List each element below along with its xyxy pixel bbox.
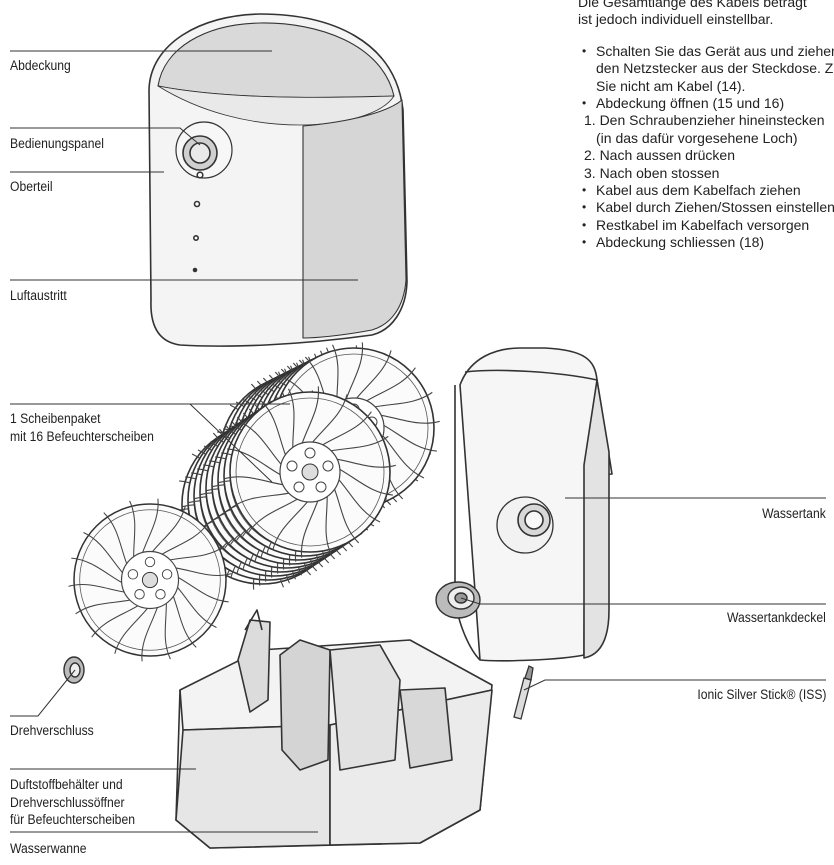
label-duftstoff-line3: für Befeuchterscheiben (10, 812, 135, 827)
label-scheibenpaket-line2: mit 16 Befeuchterscheiben (10, 429, 154, 444)
label-wasserwanne: Wasserwanne (10, 841, 87, 856)
water-basin (175, 609, 493, 849)
intro-line-1: Die Gesamtlänge des Kabels beträgt (578, 0, 807, 10)
instructions-block: Die Gesamtlänge des Kabels beträgt ist j… (578, 0, 834, 251)
leader-lines (10, 50, 826, 833)
label-drehverschluss: Drehverschluss (10, 723, 94, 738)
instruction-bullet-1-cont2: Sie nicht am Kabel (14). (596, 77, 746, 94)
twist-lock (63, 656, 85, 684)
label-luftaustritt: Luftaustritt (10, 288, 67, 303)
intro-line-2: ist jedoch individuell einstellbar. (578, 11, 774, 28)
cover-unit (148, 13, 408, 347)
instruction-bullet-5: Restkabel im Kabelfach versorgen (578, 217, 834, 235)
label-duftstoff-line1: Duftstoffbehälter und (10, 777, 123, 792)
water-tank (454, 347, 613, 662)
label-oberteil: Oberteil (10, 179, 53, 194)
instruction-bullet-1: Schalten Sie das Gerät aus und ziehen (578, 43, 834, 61)
instruction-bullet-6: Abdeckung schliessen (18) (578, 234, 834, 251)
label-scheibenpaket-line1: 1 Scheibenpaket (10, 411, 101, 426)
label-ionic-silver-stick: Ionic Silver Stick® (ISS) (696, 687, 826, 702)
instruction-bullet-2: Abdeckung öffnen (15 und 16) (578, 95, 834, 113)
instruction-step-1: 1. Den Schraubenzieher hineinstecken (584, 112, 825, 129)
instruction-step-2: 2. Nach aussen drücken (584, 147, 735, 164)
instruction-bullet-3: Kabel aus dem Kabelfach ziehen (578, 182, 834, 200)
label-abdeckung: Abdeckung (10, 58, 71, 73)
label-duftstoff-line2: Drehverschlussöffner (10, 795, 125, 810)
instruction-step-1-cont: (in das dafür vorgesehene Loch) (596, 129, 798, 146)
label-wassertankdeckel: Wassertankdeckel (727, 610, 826, 625)
water-tank-cap (435, 581, 481, 619)
instruction-step-3: 3. Nach oben stossen (584, 164, 720, 181)
instruction-bullet-4: Kabel durch Ziehen/Stossen einstellen (578, 199, 834, 217)
label-bedienungspanel: Bedienungspanel (10, 136, 104, 151)
instruction-bullet-1-cont1: den Netzstecker aus der Steckdose. Ziehe… (596, 60, 834, 77)
label-wassertank: Wassertank (762, 506, 826, 521)
ionic-silver-stick (513, 665, 534, 720)
